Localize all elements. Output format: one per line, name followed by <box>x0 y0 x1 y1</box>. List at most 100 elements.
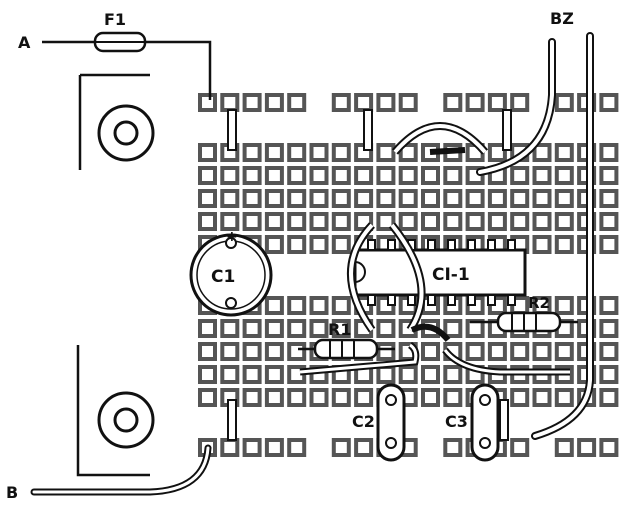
pad <box>554 296 574 315</box>
terminal-a-wire <box>42 40 212 100</box>
pad <box>554 93 574 112</box>
pad <box>242 143 262 162</box>
pad <box>309 189 329 208</box>
pad <box>220 93 240 112</box>
lower-wires <box>299 342 570 376</box>
arched-jumper <box>391 122 489 155</box>
pad <box>577 438 597 457</box>
capacitor-c1: + <box>189 229 273 317</box>
pad <box>309 235 329 254</box>
pad <box>532 342 552 361</box>
bz-wire-right <box>531 32 594 440</box>
pad <box>331 319 351 338</box>
pad <box>242 189 262 208</box>
mounting-hole-bottom <box>76 345 155 477</box>
pad <box>599 438 619 457</box>
pad <box>264 235 284 254</box>
pad <box>376 166 396 185</box>
pad <box>398 212 418 231</box>
terminal-bz-label: BZ <box>550 9 574 28</box>
pad <box>554 212 574 231</box>
pad <box>599 166 619 185</box>
capacitor-c2 <box>376 383 406 462</box>
pad <box>443 319 463 338</box>
pad <box>554 438 574 457</box>
pad <box>487 212 507 231</box>
pad <box>532 166 552 185</box>
bz-wire-left <box>476 38 556 176</box>
pad <box>599 296 619 315</box>
ic-pin <box>467 294 476 306</box>
pad <box>376 365 396 384</box>
pad <box>331 166 351 185</box>
pad <box>331 143 351 162</box>
pad <box>599 212 619 231</box>
resistor-r2-label: R2 <box>528 294 550 312</box>
pad <box>331 388 351 407</box>
ic-ci-1 <box>353 239 527 306</box>
pad <box>532 212 552 231</box>
pad <box>443 212 463 231</box>
ic-pin <box>487 294 496 306</box>
pad <box>287 235 307 254</box>
terminal-a-label: A <box>18 33 31 52</box>
pad <box>465 189 485 208</box>
pad <box>599 365 619 384</box>
pad <box>443 166 463 185</box>
pad <box>287 319 307 338</box>
ic-pin <box>387 239 396 251</box>
pad <box>421 166 440 185</box>
pad <box>532 388 552 407</box>
pad <box>198 143 217 162</box>
pad <box>554 143 574 162</box>
pad <box>264 189 284 208</box>
pad <box>376 212 396 231</box>
pad <box>331 189 351 208</box>
pad <box>421 388 440 407</box>
pad <box>376 319 396 338</box>
svg-text:+: + <box>226 229 238 245</box>
pad <box>487 342 507 361</box>
pad <box>443 93 463 112</box>
ic-pin <box>487 239 496 251</box>
pad <box>309 166 329 185</box>
ic-pin <box>507 294 516 306</box>
resistor-r2 <box>470 311 578 333</box>
pad <box>443 189 463 208</box>
ic-pin <box>447 294 456 306</box>
jumper-wires <box>227 109 512 441</box>
pad <box>198 342 217 361</box>
pad <box>554 189 574 208</box>
pad <box>398 166 418 185</box>
pad <box>532 189 552 208</box>
pad <box>220 438 240 457</box>
pad <box>443 365 463 384</box>
pad <box>354 388 374 407</box>
pad <box>599 388 619 407</box>
pad <box>331 438 351 457</box>
pad <box>599 189 619 208</box>
pad <box>398 143 418 162</box>
pad <box>309 212 329 231</box>
pad <box>487 189 507 208</box>
pad <box>242 93 262 112</box>
pad <box>220 189 240 208</box>
pad <box>510 93 530 112</box>
pad <box>599 235 619 254</box>
pad <box>510 342 530 361</box>
pad <box>309 296 329 315</box>
pad <box>264 319 284 338</box>
fuse-f1-label: F1 <box>104 10 126 29</box>
ic-pin <box>387 294 396 306</box>
mounting-hole-top <box>78 73 155 170</box>
ic-pin <box>367 294 376 306</box>
pad <box>376 189 396 208</box>
ic-pin <box>507 239 516 251</box>
pad <box>198 388 217 407</box>
pad <box>443 438 463 457</box>
pad <box>331 296 351 315</box>
pad <box>287 166 307 185</box>
pad <box>554 388 574 407</box>
pad <box>242 388 262 407</box>
